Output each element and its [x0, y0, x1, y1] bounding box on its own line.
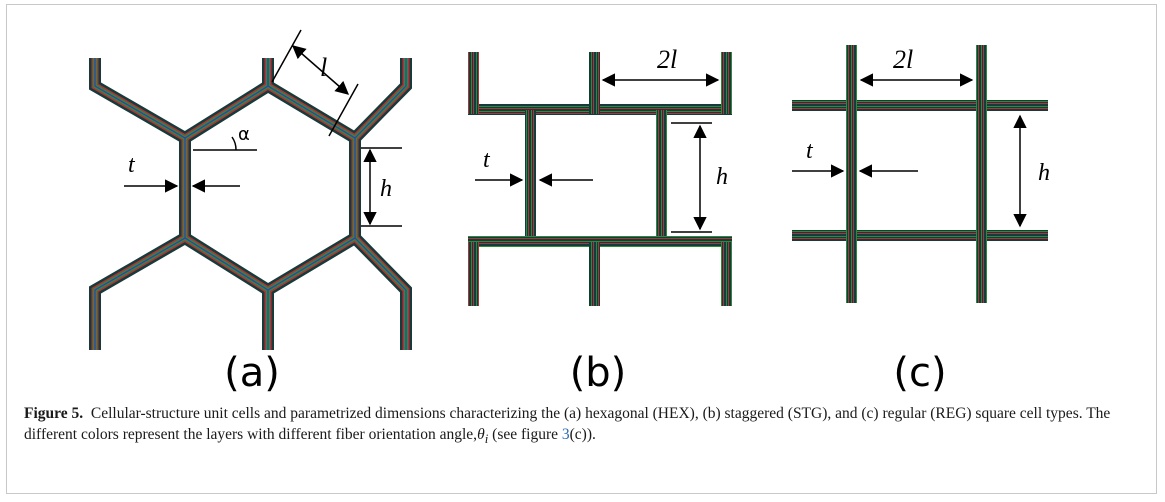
panel-b-dim-h: h: [716, 164, 728, 190]
figure-reference-link[interactable]: 3: [561, 426, 570, 443]
panel-b-dimensions: [475, 73, 720, 233]
panel-c-dimensions: [792, 73, 1027, 228]
caption-text: Cellular-structure unit cells and parame…: [24, 405, 1111, 443]
panel-c-dim-t: t: [806, 138, 814, 164]
panel-a-walls: [89, 58, 412, 350]
panel-a-dim-l: l: [320, 53, 327, 82]
panel-a-hexagonal: l α t h (a): [89, 29, 412, 396]
caption-theta: θ: [477, 426, 485, 443]
figure-caption: Figure 5. Cellular-structure unit cells …: [24, 403, 1140, 449]
panel-a-dimensions: [124, 29, 402, 227]
panel-a-dim-t: t: [128, 152, 136, 178]
caption-label: Figure 5.: [24, 405, 84, 422]
panel-c-regular: 2l t h (c): [792, 45, 1050, 396]
panel-c-label: (c): [893, 350, 946, 396]
panel-a-dim-h: h: [380, 176, 392, 202]
panel-c-walls: [792, 45, 1048, 303]
caption-text-mid: (see figure: [488, 426, 562, 443]
panel-b-label: (b): [570, 350, 627, 396]
panel-b-staggered: 2l t h (b): [468, 45, 732, 396]
unit-cell-panels: l α t h (a): [89, 29, 1050, 396]
panel-b-dim-t: t: [483, 147, 491, 173]
panel-b-dim-2l: 2l: [657, 45, 677, 74]
panel-a-label: (a): [224, 350, 280, 396]
caption-text-end: (c)).: [569, 426, 596, 443]
panel-c-dim-2l: 2l: [893, 45, 913, 74]
panel-b-walls: [468, 52, 732, 306]
panel-a-dim-alpha: α: [238, 124, 250, 145]
panel-c-dim-h: h: [1038, 160, 1050, 186]
caption-theta-sub: i: [484, 431, 489, 447]
